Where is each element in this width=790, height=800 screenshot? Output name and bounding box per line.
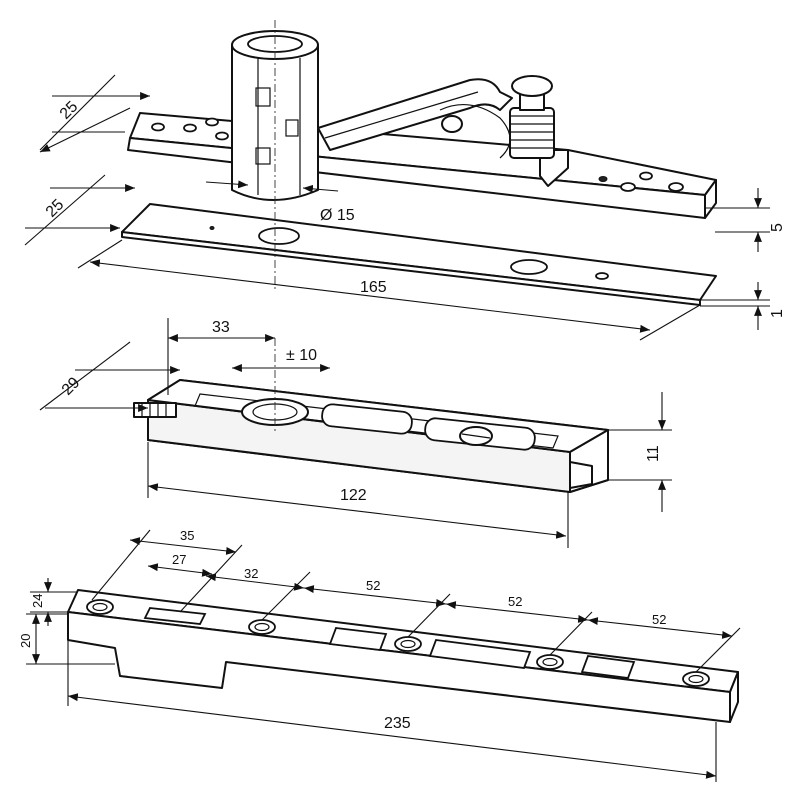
- dim-1-shim: 1: [700, 282, 786, 330]
- dim-52-first: 52: [303, 578, 451, 638]
- dim-235-label: 235: [384, 715, 411, 732]
- dim-24-label: 24: [30, 594, 45, 608]
- dim-adjust-10-label: ± 10: [286, 347, 317, 364]
- dim-20-label: 20: [18, 634, 33, 648]
- bottom-floor-plate: [67, 589, 739, 723]
- adjustable-channel: [133, 379, 609, 493]
- dim-adjust-10: ± 10: [232, 347, 330, 372]
- dim-11: 11: [608, 392, 672, 512]
- dim-5-height: 5: [705, 188, 786, 252]
- dim-24: 24: [30, 578, 78, 626]
- dim-35-label: 35: [180, 528, 194, 543]
- dim-20: 20: [18, 613, 115, 665]
- dim-5-label: 5: [769, 223, 786, 232]
- dim-dia-15-label: Ø 15: [320, 207, 355, 224]
- dim-29-label: 29: [59, 374, 84, 399]
- dim-52-third-label: 52: [652, 612, 666, 627]
- dim-32: 32: [205, 566, 311, 621]
- dim-122: 122: [147, 442, 569, 548]
- dim-52-second-label: 52: [508, 594, 522, 609]
- dim-27: 27: [147, 552, 213, 577]
- dim-52-second: 52: [445, 594, 593, 656]
- dim-11-label: 11: [645, 445, 662, 462]
- dim-165: 165: [77, 239, 701, 341]
- dim-235: 235: [67, 640, 717, 782]
- dim-122-label: 122: [340, 487, 367, 504]
- dim-32-label: 32: [244, 566, 258, 581]
- dim-25-plate: 25: [24, 174, 135, 246]
- dim-33: 33: [167, 318, 275, 395]
- dim-25-plate-label: 25: [43, 196, 68, 221]
- spring-arm: [317, 78, 513, 159]
- dim-52-first-label: 52: [366, 578, 380, 593]
- dim-dia-15: Ø 15: [205, 180, 355, 224]
- dim-1-label: 1: [769, 309, 786, 318]
- dim-25-top-label: 25: [57, 98, 82, 123]
- spring-adjust-screw: [509, 75, 555, 159]
- dim-27-label: 27: [172, 552, 186, 567]
- dim-52-third: 52: [587, 612, 741, 673]
- dim-165-label: 165: [360, 279, 387, 296]
- dim-33-label: 33: [212, 319, 230, 336]
- shim-plate: [121, 203, 717, 306]
- top-pivot-plate: [127, 112, 717, 219]
